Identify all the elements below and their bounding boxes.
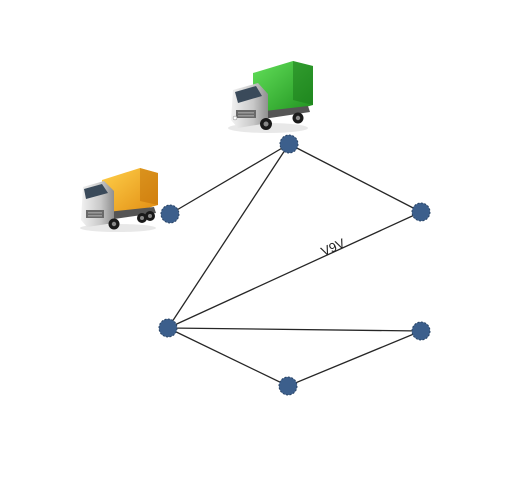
- edge-n1-n2: [169, 143, 290, 215]
- graph-node-n6: [278, 376, 298, 396]
- edge-n1-n4: [167, 143, 290, 329]
- nodes-group: [158, 134, 431, 396]
- graph-node-n2: [160, 204, 180, 224]
- graph-node-n5: [411, 321, 431, 341]
- edge-n4-n6: [167, 327, 289, 387]
- edge-n1-n3: [288, 143, 422, 213]
- edges-group: [167, 143, 422, 387]
- orange-truck-icon: [80, 168, 158, 232]
- graph-node-n1: [279, 134, 299, 154]
- green-truck-icon: [228, 61, 313, 133]
- edge-n4-n3: [167, 211, 422, 329]
- edge-n4-n5: [167, 327, 422, 332]
- graph-node-n4: [158, 318, 178, 338]
- graph-node-n3: [411, 202, 431, 222]
- edge-n6-n5: [287, 330, 422, 387]
- edge-label: V9V: [319, 235, 348, 259]
